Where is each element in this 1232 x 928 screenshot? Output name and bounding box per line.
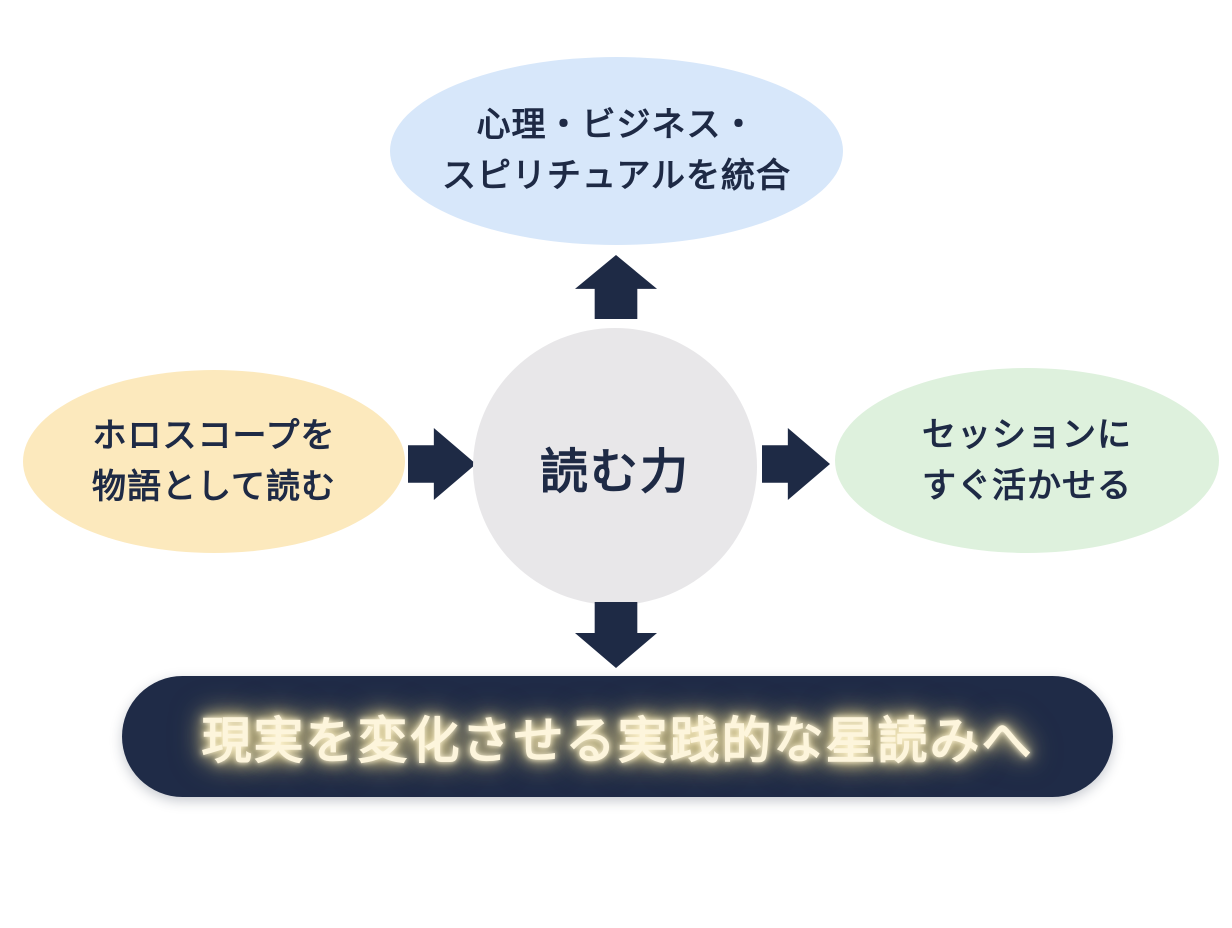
bottom-banner-label: 現実を変化させる実践的な星読みへ xyxy=(201,712,1034,769)
bottom-banner: 現実を変化させる実践的な星読みへ xyxy=(122,676,1113,797)
left-ellipse-label-line2: 物語として読む xyxy=(92,467,336,506)
arrow-right-from-left-icon xyxy=(408,428,476,500)
arrow-down-icon xyxy=(575,602,657,668)
arrow-up-icon xyxy=(575,255,657,319)
right-ellipse-label-line2: すぐ活かせる xyxy=(922,466,1132,505)
left-ellipse-label-line1: ホロスコープを xyxy=(92,416,336,455)
top-ellipse: 心理・ビジネス・ スピリチュアルを統合 xyxy=(390,57,843,245)
top-ellipse-label-line2: スピリチュアルを統合 xyxy=(442,157,791,195)
center-circle-label: 読む力 xyxy=(539,445,690,499)
top-ellipse-label-line1: 心理・ビジネス・ xyxy=(476,106,757,144)
right-ellipse-label-line1: セッションに xyxy=(922,415,1132,454)
right-ellipse: セッションに すぐ活かせる xyxy=(835,368,1219,553)
left-ellipse: ホロスコープを 物語として読む xyxy=(23,370,405,553)
arrow-right-to-right-icon xyxy=(762,428,830,500)
center-circle: 読む力 xyxy=(473,328,757,605)
